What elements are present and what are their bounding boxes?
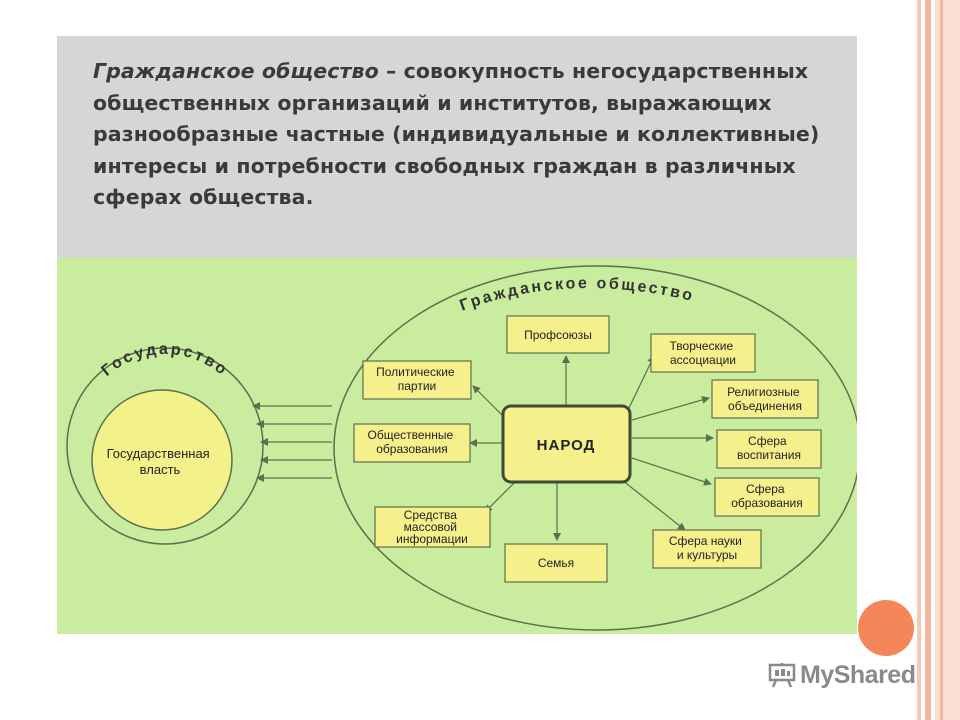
svg-text:Сфера науки и культуры: Сфера науки и культуры — [669, 534, 745, 562]
svg-text:Общественные образован: Общественные образования — [368, 428, 457, 456]
node-religioznye-obedineniya: Религиозные объединения — [711, 379, 819, 419]
core-box — [501, 404, 632, 484]
myshared-logo: MyShared — [768, 655, 916, 695]
state-core-label: Государственная власть — [107, 446, 214, 477]
core-arrows — [469, 355, 714, 541]
state-core — [91, 389, 233, 531]
svg-text:Семья: Семья — [538, 556, 574, 570]
svg-text:Политические партии: Политические партии — [376, 365, 458, 393]
decorative-stripe — [917, 0, 921, 720]
decorative-stripe — [935, 0, 960, 720]
logo-text: MyShared — [800, 660, 916, 689]
node-sfera-vospitaniya: Сфера воспитания — [716, 429, 822, 469]
definition-text: Гражданское общество – совокупность него… — [93, 56, 837, 214]
state-arrows — [252, 402, 332, 482]
decorative-stripe — [925, 0, 931, 720]
svg-text:Средства массовой: Средства массовой информации — [396, 508, 468, 546]
civil-society-ellipse — [333, 265, 857, 631]
core-label: НАРОД — [537, 437, 596, 454]
node-politicheskie-partii: Политические партии — [362, 360, 472, 400]
node-sfera-nauki: Сфера науки и культуры — [652, 529, 762, 569]
node-tvorcheskie-associacii: Творческие ассоциации — [650, 333, 756, 373]
civil-society-diagram: Государство Государственная власть Гражд… — [66, 265, 857, 631]
definition-term: Гражданское общество — [93, 59, 379, 83]
presentation-board-icon — [768, 663, 796, 688]
node-profsoyuzy: Профсоюзы — [506, 315, 610, 354]
node-sfera-obrazovaniya: Сфера образования — [714, 477, 820, 517]
node-smi: Средства массовой информации — [374, 506, 491, 548]
definition-panel: Гражданское общество – совокупность него… — [57, 36, 857, 258]
svg-text:Творческие ассоциации: Творческие ассоциации — [669, 339, 736, 367]
svg-text:Сфера воспитания: Сфера воспитания — [737, 434, 801, 462]
svg-text:Сфера образования: Сфера образования — [731, 482, 803, 510]
svg-text:Профсоюзы: Профсоюзы — [524, 328, 592, 342]
node-obshchestvennye-obrazovaniya: Общественные образования — [353, 423, 471, 463]
svg-text:Религиозные объединени: Религиозные объединения — [727, 385, 803, 413]
node-semya: Семья — [504, 543, 608, 583]
definition-body: – совокупность негосударственных обществ… — [93, 59, 820, 209]
decorative-orange-circle — [858, 600, 914, 656]
decorative-stripe — [940, 0, 943, 720]
diagram-panel: Государство Государственная власть Гражд… — [57, 258, 857, 634]
